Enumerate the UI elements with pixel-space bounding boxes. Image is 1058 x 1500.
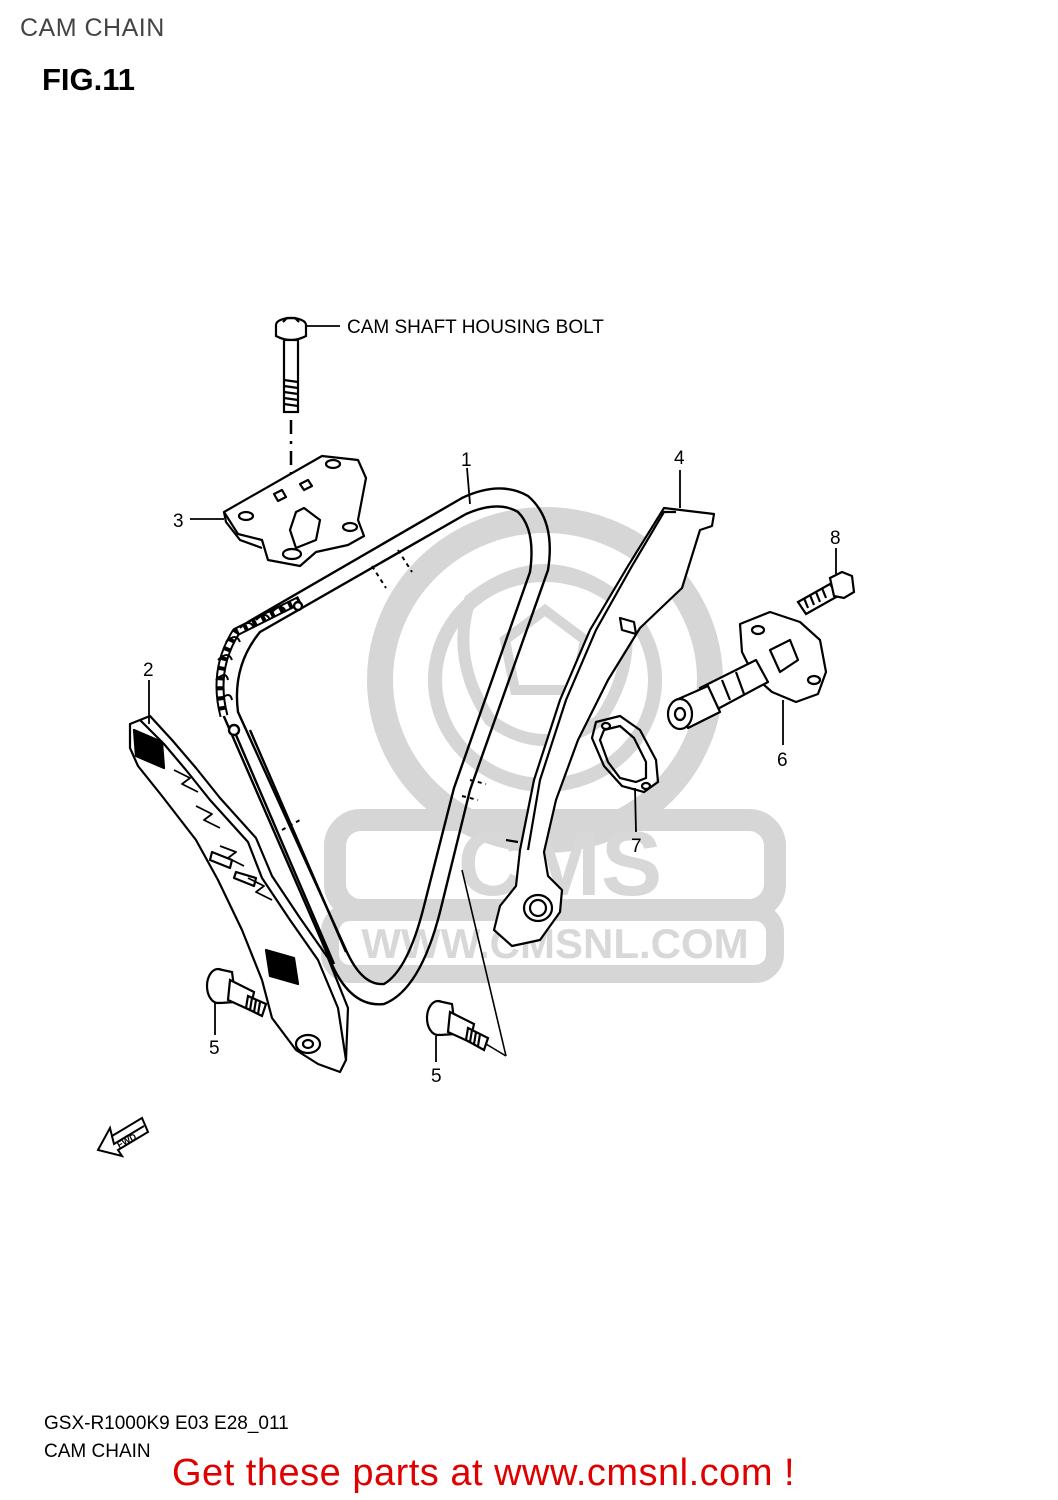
part-3-guide-holder [222,454,368,568]
part-1-cam-chain [215,487,551,1006]
watermark-url: WWW.CMSNL.COM [361,920,748,967]
alignment-line-a [461,869,507,1057]
callout-part-4: 4 [674,448,685,469]
callout-part-6: 6 [777,750,788,771]
part-5-guide-bolt-right [425,999,490,1052]
part-7-gasket [590,714,660,794]
figure-label: FIG.11 [42,62,136,97]
callout-part-8: 8 [830,528,841,549]
part-8-bolt [796,570,856,616]
callout-part-5-left: 5 [209,1038,220,1059]
callout-part-7: 7 [631,836,642,857]
callout-part-3: 3 [173,511,184,532]
callout-part-5-right: 5 [431,1066,442,1087]
part-6-tensioner-adjuster [666,610,828,731]
leader-1 [466,467,471,505]
callout-part-1: 1 [461,450,472,471]
callout-cam-shaft-housing-bolt: CAM SHAFT HOUSING BOLT [347,317,604,338]
fwd-arrow-icon [96,1116,150,1158]
part-5-guide-bolt-left [205,967,268,1018]
leader-7 [634,787,637,833]
alignment-line-b [485,1043,507,1057]
page-title: CAM CHAIN [20,14,165,42]
model-code: GSX-R1000K9 E03 E28_011 [44,1413,289,1434]
callout-part-2: 2 [143,660,154,681]
part-4-tensioner-guide [492,506,716,948]
part-2-chain-guide [128,714,350,1074]
cam-shaft-housing-bolt [274,316,308,414]
get-parts-link[interactable]: Get these parts at www.cmsnl.com ! [172,1452,796,1494]
section-name: CAM CHAIN [44,1441,151,1462]
